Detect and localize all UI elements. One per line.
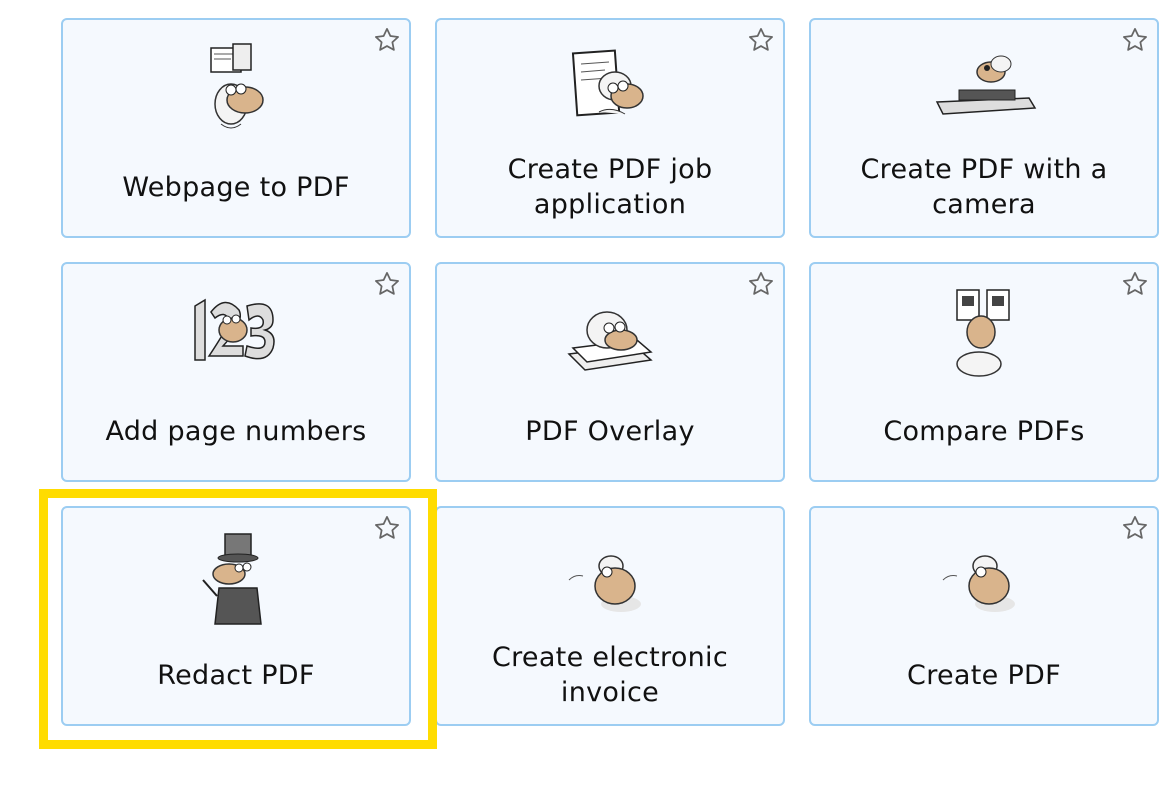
tool-label: Create PDF job application (507, 154, 713, 220)
favorite-star-icon[interactable] (1121, 514, 1149, 542)
favorite-star-icon[interactable] (373, 26, 401, 54)
tool-label: Compare PDFs (883, 415, 1085, 447)
tool-card-create-electronic-invoice[interactable]: Create electronic invoice (435, 506, 785, 726)
tool-card-compare-pdfs[interactable]: Compare PDFs (809, 262, 1159, 482)
tool-card-webpage-to-pdf[interactable]: Webpage to PDF (61, 18, 411, 238)
favorite-star-icon[interactable] (747, 26, 775, 54)
favorite-star-icon[interactable] (1121, 26, 1149, 54)
magician-mascot-icon (181, 530, 291, 626)
tool-label: Create electronic invoice (491, 642, 729, 708)
tool-label: Redact PDF (157, 659, 315, 691)
tool-label: Create PDF with a camera (860, 154, 1108, 220)
job-application-mascot-icon (555, 42, 665, 138)
tool-label: Create PDF (907, 659, 1061, 691)
tool-card-pdf-overlay[interactable]: PDF Overlay (435, 262, 785, 482)
favorite-star-icon[interactable] (1121, 270, 1149, 298)
favorite-star-icon[interactable] (373, 514, 401, 542)
tool-card-create-pdf-with-camera[interactable]: Create PDF with a camera (809, 18, 1159, 238)
tool-label: PDF Overlay (525, 415, 695, 447)
tool-label: Add page numbers (105, 415, 367, 447)
tool-card-redact-pdf[interactable]: Redact PDF (61, 506, 411, 726)
invoice-mascot-icon (555, 530, 665, 626)
tool-card-create-pdf-job-application[interactable]: Create PDF job application (435, 18, 785, 238)
overlay-mascot-icon (555, 286, 665, 382)
tool-card-create-pdf[interactable]: Create PDF (809, 506, 1159, 726)
tool-label: Webpage to PDF (122, 171, 350, 203)
selection-highlight (39, 489, 437, 749)
create-pdf-mascot-icon (929, 530, 1039, 626)
tool-card-add-page-numbers[interactable]: Add page numbers (61, 262, 411, 482)
camera-scanner-mascot-icon (929, 42, 1039, 138)
favorite-star-icon[interactable] (373, 270, 401, 298)
compare-mascot-icon (929, 286, 1039, 382)
page-numbers-mascot-icon (181, 286, 291, 382)
webpage-mascot-icon (181, 42, 291, 138)
favorite-star-icon[interactable] (747, 270, 775, 298)
